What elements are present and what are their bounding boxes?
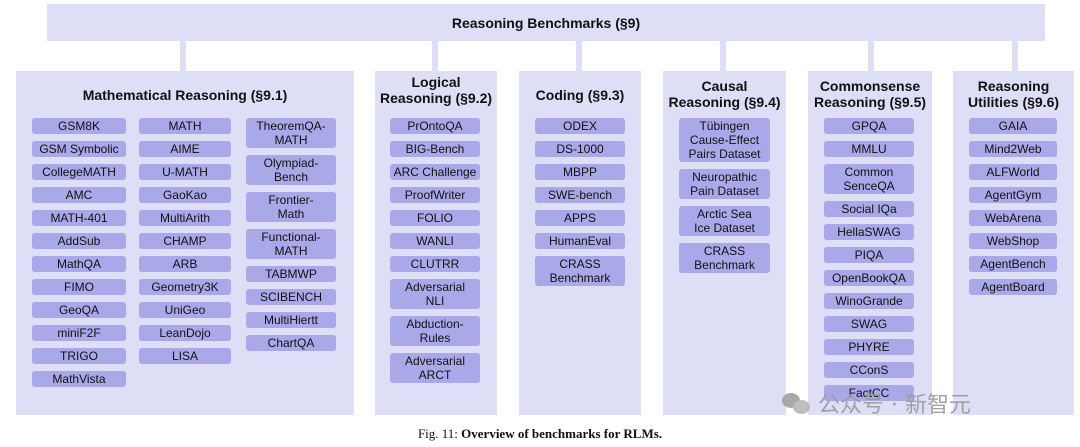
benchmark-apps: APPS: [535, 210, 625, 226]
benchmark-mathvista: MathVista: [32, 371, 126, 387]
caption-prefix: Fig. 11:: [417, 426, 462, 441]
connector-math: [180, 41, 186, 71]
benchmark-humaneval: HumanEval: [535, 233, 625, 249]
benchmark-agentbench: AgentBench: [969, 256, 1057, 272]
benchmark-arb: ARB: [139, 256, 231, 272]
benchmark-ds-1000: DS-1000: [535, 141, 625, 157]
benchmark-piqa: PIQA: [824, 247, 914, 263]
benchmark-big-bench: BIG-Bench: [390, 141, 480, 157]
benchmark-wanli: WANLI: [390, 233, 480, 249]
benchmark-math: MATH: [139, 118, 231, 134]
benchmark-social-iqa: Social IQa: [824, 201, 914, 217]
benchmark-multihiertt: MultiHiertt: [246, 312, 336, 328]
benchmark-tabmwp: TABMWP: [246, 266, 336, 282]
benchmark-ccons: CConS: [824, 362, 914, 378]
watermark: 公众号 · 新智元: [782, 387, 971, 419]
benchmark-phyre: PHYRE: [824, 339, 914, 355]
benchmark-gaia: GAIA: [969, 118, 1057, 134]
column-mathematical-reasoning: Mathematical Reasoning (§9.1) GSM8K GSM S…: [16, 71, 354, 415]
benchmark-functional-math: Functional-MATH: [246, 229, 336, 259]
benchmark-arc-challenge: ARC Challenge: [390, 164, 480, 180]
benchmark-gpqa: GPQA: [824, 118, 914, 134]
benchmark-gaokao: GaoKao: [139, 187, 231, 203]
benchmark-collegemath: CollegeMATH: [32, 164, 126, 180]
benchmark-minif2f: miniF2F: [32, 325, 126, 341]
benchmark-mind2web: Mind2Web: [969, 141, 1057, 157]
benchmark-abduction-rules: Abduction-Rules: [390, 316, 480, 346]
benchmark-winogrande: WinoGrande: [824, 293, 914, 309]
benchmark-frontier-math: Frontier-Math: [246, 192, 336, 222]
benchmark-mathqa: MathQA: [32, 256, 126, 272]
caption-title: Overview of benchmarks for RLMs.: [461, 426, 663, 441]
benchmark-chartqa: ChartQA: [246, 335, 336, 351]
benchmark-prontoqa: PrOntoQA: [390, 118, 480, 134]
benchmark-swe-bench: SWE-bench: [535, 187, 625, 203]
benchmark-mmlu: MMLU: [824, 141, 914, 157]
watermark-text: 公众号 · 新智元: [818, 393, 971, 418]
benchmark-trigo: TRIGO: [32, 348, 126, 364]
benchmark-webshop: WebShop: [969, 233, 1057, 249]
benchmark-odex: ODEX: [535, 118, 625, 134]
benchmark-aime: AIME: [139, 141, 231, 157]
benchmark-geoqa: GeoQA: [32, 302, 126, 318]
wechat-icon: [782, 391, 812, 415]
benchmark-hellaswag: HellaSWAG: [824, 224, 914, 240]
benchmark-proofwriter: ProofWriter: [390, 187, 480, 203]
connector-causal: [720, 41, 726, 71]
benchmark-clutrr: CLUTRR: [390, 256, 480, 272]
benchmark-amc: AMC: [32, 187, 126, 203]
benchmark-u-math: U-MATH: [139, 164, 231, 180]
column-title: Mathematical Reasoning (§9.1): [82, 87, 288, 103]
benchmark-multiarith: MultiArith: [139, 210, 231, 226]
column-title: Coding (§9.3): [535, 87, 625, 103]
benchmark-mbpp: MBPP: [535, 164, 625, 180]
benchmark-unigeo: UniGeo: [139, 302, 231, 318]
figure-caption: Fig. 11: Overview of benchmarks for RLMs…: [0, 426, 1080, 442]
benchmark-webarena: WebArena: [969, 210, 1057, 226]
benchmark-factcc: FactCC: [824, 385, 914, 401]
connector-commonsense: [868, 41, 874, 71]
benchmark-agentboard: AgentBoard: [969, 279, 1057, 295]
root-title: Reasoning Benchmarks (§9): [451, 14, 641, 31]
benchmark-alfworld: ALFWorld: [969, 164, 1057, 180]
benchmark-openbookqa: OpenBookQA: [824, 270, 914, 286]
benchmark-gsm8k: GSM8K: [32, 118, 126, 134]
benchmark-theoremqa-math: TheoremQA-MATH: [246, 118, 336, 148]
benchmark-leandojo: LeanDojo: [139, 325, 231, 341]
connector-coding: [576, 41, 582, 71]
benchmark-geometry3k: Geometry3K: [139, 279, 231, 295]
benchmark-fimo: FIMO: [32, 279, 126, 295]
benchmark-gsm-symbolic: GSM Symbolic: [32, 141, 126, 157]
connector-utilities: [1012, 41, 1018, 71]
benchmark-olympiad-bench: Olympiad-Bench: [246, 155, 336, 185]
benchmark-folio: FOLIO: [390, 210, 480, 226]
benchmark-lisa: LISA: [139, 348, 231, 364]
benchmark-champ: CHAMP: [139, 233, 231, 249]
benchmark-math-401: MATH-401: [32, 210, 126, 226]
benchmark-agentgym: AgentGym: [969, 187, 1057, 203]
benchmark-scibench: SCIBENCH: [246, 289, 336, 305]
diagram-root-node: Reasoning Benchmarks (§9): [47, 4, 1045, 41]
benchmark-addsub: AddSub: [32, 233, 126, 249]
benchmark-swag: SWAG: [824, 316, 914, 332]
connector-logical: [432, 41, 438, 71]
